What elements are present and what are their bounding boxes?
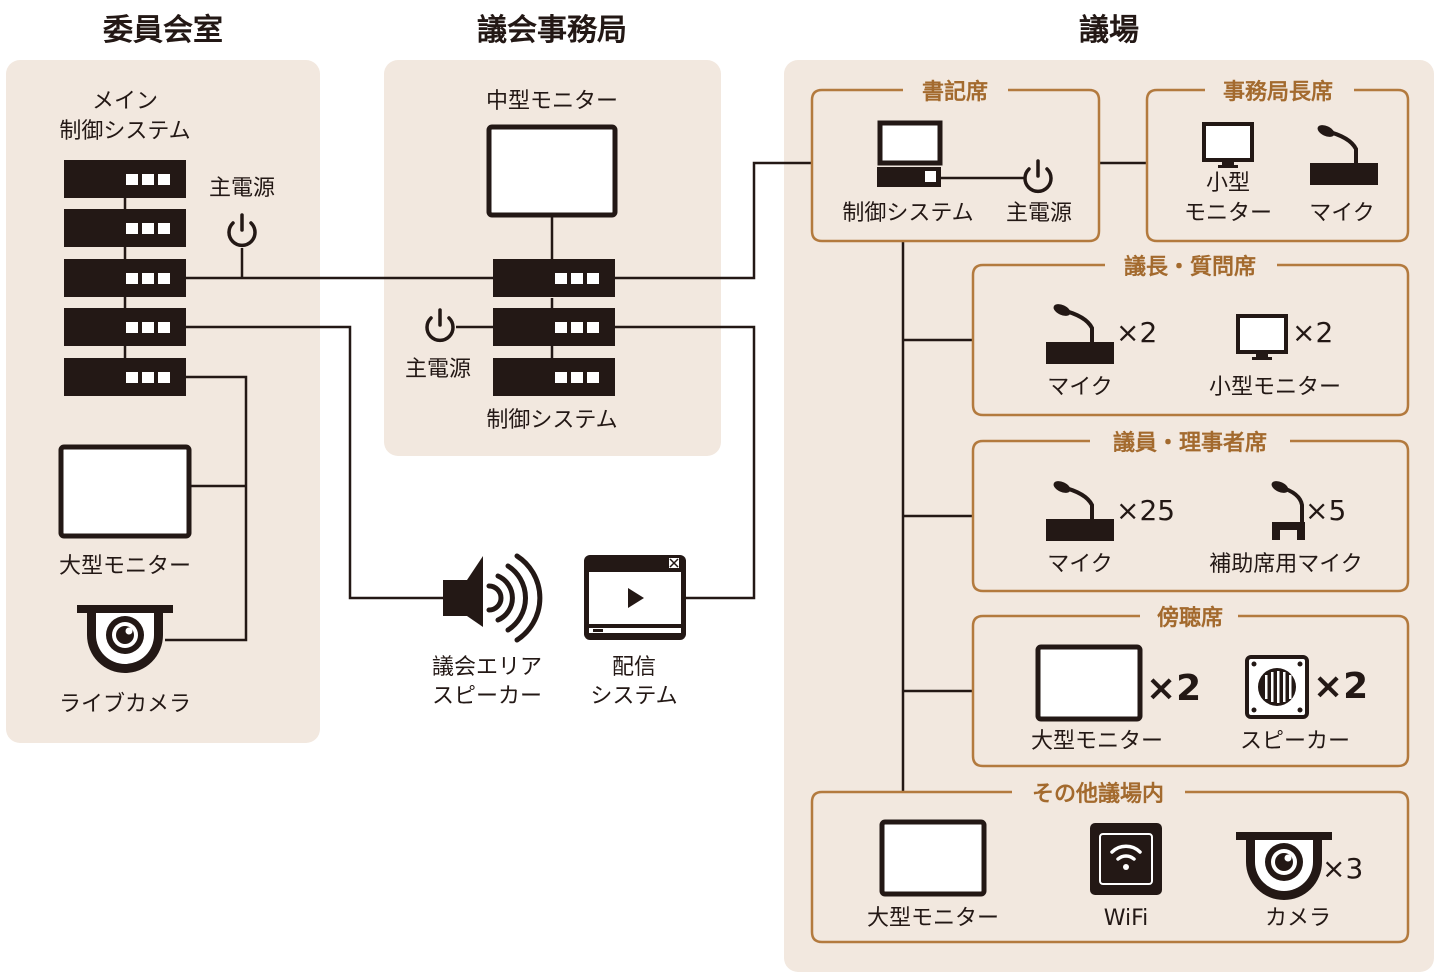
control-system-rack-icon	[493, 259, 615, 396]
chair-monitor-count: ×2	[1292, 316, 1333, 349]
group-gallery-seat: 傍聴席 ×2 大型モニター ×2 スピーカー	[971, 605, 1410, 768]
live-camera-label: ライブカメラ	[59, 692, 191, 717]
group-clerk-seat: 書記席 制御システム 主電源	[810, 79, 1101, 243]
group-members-seat: 議員・理事者席 ×25 マイク ×5 補助席用マイク	[971, 430, 1410, 593]
members-aux-mic-count: ×5	[1305, 494, 1346, 527]
members-aux-mic-label: 補助席用マイク	[1209, 552, 1363, 577]
streaming-label-1: 配信	[612, 655, 656, 680]
group-title-clerk: 書記席	[922, 79, 988, 105]
control-system-label: 制御システム	[486, 408, 617, 433]
medium-monitor-icon	[486, 124, 618, 218]
clerk-main-power-label: 主電源	[1006, 201, 1072, 226]
main-power-label: 主電源	[209, 176, 275, 201]
small-monitor-icon	[1202, 122, 1254, 170]
director-monitor-label-2: モニター	[1184, 201, 1272, 226]
clerk-control-system-label: 制御システム	[842, 201, 973, 226]
wall-speaker-icon	[1245, 655, 1309, 719]
wifi-icon	[1090, 823, 1162, 895]
gallery-monitor-count: ×2	[1146, 668, 1201, 709]
chair-mic-label: マイク	[1047, 375, 1113, 400]
other-wifi-label: WiFi	[1104, 906, 1149, 931]
members-mic-label: マイク	[1047, 552, 1113, 577]
director-mic-label: マイク	[1309, 201, 1375, 226]
zone-title-secretariat: 議会事務局	[477, 13, 627, 48]
gallery-monitor-label: 大型モニター	[1031, 729, 1163, 754]
other-camera-label: カメラ	[1265, 906, 1331, 931]
group-title-members: 議員・理事者席	[1113, 430, 1267, 456]
chair-monitor-label: 小型モニター	[1209, 375, 1341, 400]
main-system-label-2: 制御システム	[59, 119, 190, 144]
small-monitor-icon	[1236, 314, 1288, 362]
other-monitor-label: 大型モニター	[867, 906, 999, 931]
group-other-chamber: その他議場内 大型モニター WiFi ×3 カメラ	[810, 781, 1410, 944]
large-monitor-icon	[879, 819, 987, 897]
speaker-label-1: 議会エリア	[432, 655, 542, 680]
main-control-system-rack-icon	[64, 160, 186, 396]
large-monitor-label: 大型モニター	[59, 554, 191, 579]
chair-mic-count: ×2	[1116, 316, 1157, 349]
director-monitor-label-1: 小型	[1206, 171, 1250, 196]
large-monitor-icon	[1035, 644, 1143, 722]
medium-monitor-label: 中型モニター	[486, 89, 618, 114]
group-title-gallery: 傍聴席	[1157, 605, 1223, 631]
streaming-label-2: システム	[590, 684, 677, 709]
zone-chamber	[784, 60, 1434, 972]
group-director-seat: 事務局長席 小型 モニター マイク	[1145, 79, 1410, 243]
speaker-label-2: スピーカー	[432, 684, 542, 709]
main-power-label: 主電源	[405, 357, 471, 382]
large-monitor-icon	[58, 444, 192, 539]
zone-title-chamber: 議場	[1079, 13, 1139, 48]
group-chair-seat: 議長・質問席 ×2 マイク ×2 小型モニター	[971, 254, 1410, 417]
group-title-other: その他議場内	[1032, 781, 1164, 807]
zone-title-committee: 委員会室	[103, 13, 223, 48]
connection-lines	[123, 161, 1147, 791]
group-title-director: 事務局長席	[1223, 79, 1333, 105]
desktop-pc-icon	[877, 120, 943, 187]
aux-microphone-icon	[1271, 481, 1305, 540]
streaming-video-icon	[584, 555, 686, 640]
group-title-chair: 議長・質問席	[1124, 254, 1256, 280]
speaker-icon	[443, 553, 543, 643]
members-mic-count: ×25	[1116, 494, 1175, 527]
other-camera-count: ×3	[1322, 852, 1363, 885]
gallery-speaker-count: ×2	[1313, 666, 1368, 707]
gallery-speaker-label: スピーカー	[1240, 729, 1350, 754]
main-system-label-1: メイン	[92, 89, 158, 114]
